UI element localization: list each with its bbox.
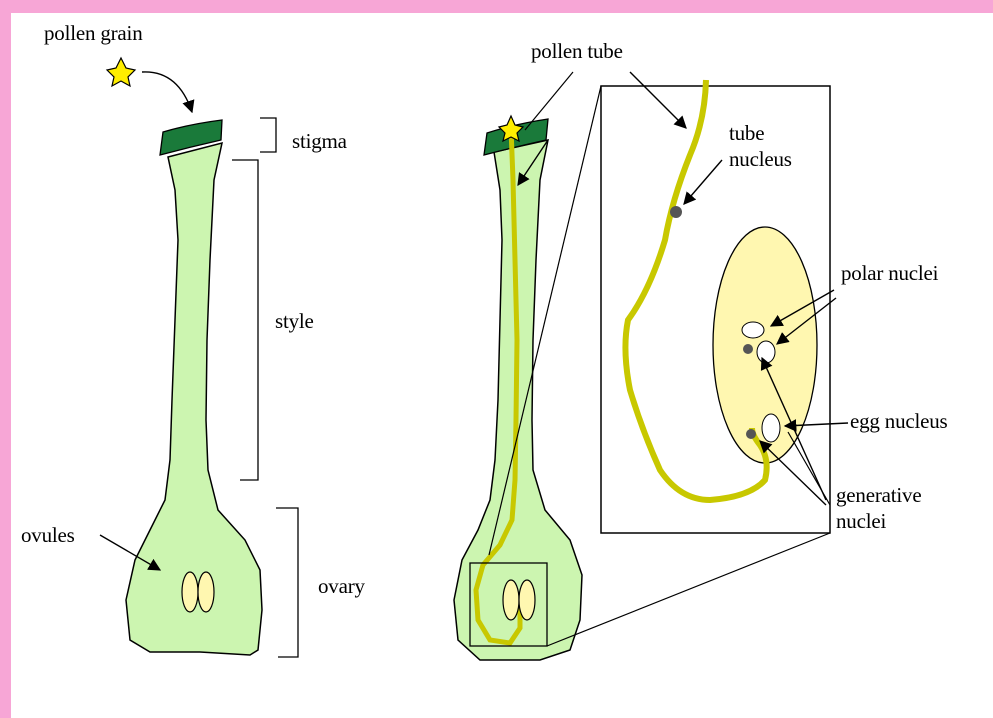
- label-egg-nucleus: egg nucleus: [850, 411, 948, 432]
- left-ovule-2: [198, 572, 214, 612]
- ovary-bracket: [276, 508, 298, 657]
- label-pollen-grain: pollen grain: [44, 23, 143, 44]
- label-ovules: ovules: [21, 525, 75, 546]
- label-pollen-tube: pollen tube: [531, 41, 623, 62]
- left-ovule-1: [182, 572, 198, 612]
- tube-nucleus: [670, 206, 682, 218]
- label-generative-line1: generative: [836, 485, 921, 506]
- right-ovule-2: [519, 580, 535, 620]
- right-ovule-1: [503, 580, 519, 620]
- pollen-grain-icon: [107, 58, 135, 86]
- label-tube-nucleus-line1: tube: [729, 123, 764, 144]
- stigma-bracket: [260, 118, 276, 152]
- label-stigma: stigma: [292, 131, 347, 152]
- pollination-diagram: [11, 13, 993, 718]
- generative-nucleus-1: [743, 344, 753, 354]
- generative-nucleus-2: [746, 429, 756, 439]
- label-tube-nucleus-line2: nucleus: [729, 149, 792, 170]
- label-ovary: ovary: [318, 576, 365, 597]
- page-border-top: [0, 0, 993, 13]
- diagram-canvas: pollen grain stigma style ovules ovary p…: [11, 13, 993, 718]
- label-generative-line2: nuclei: [836, 511, 886, 532]
- style-bracket: [232, 160, 258, 480]
- polar-nucleus-2: [757, 341, 775, 363]
- pollen-arrow: [142, 72, 192, 112]
- polar-nucleus-1: [742, 322, 764, 338]
- label-polar-nuclei: polar nuclei: [841, 263, 938, 284]
- egg-nucleus: [762, 414, 780, 442]
- pollen-tube-pointer: [525, 72, 573, 130]
- zoom-line-bottom: [547, 533, 830, 646]
- label-style: style: [275, 311, 314, 332]
